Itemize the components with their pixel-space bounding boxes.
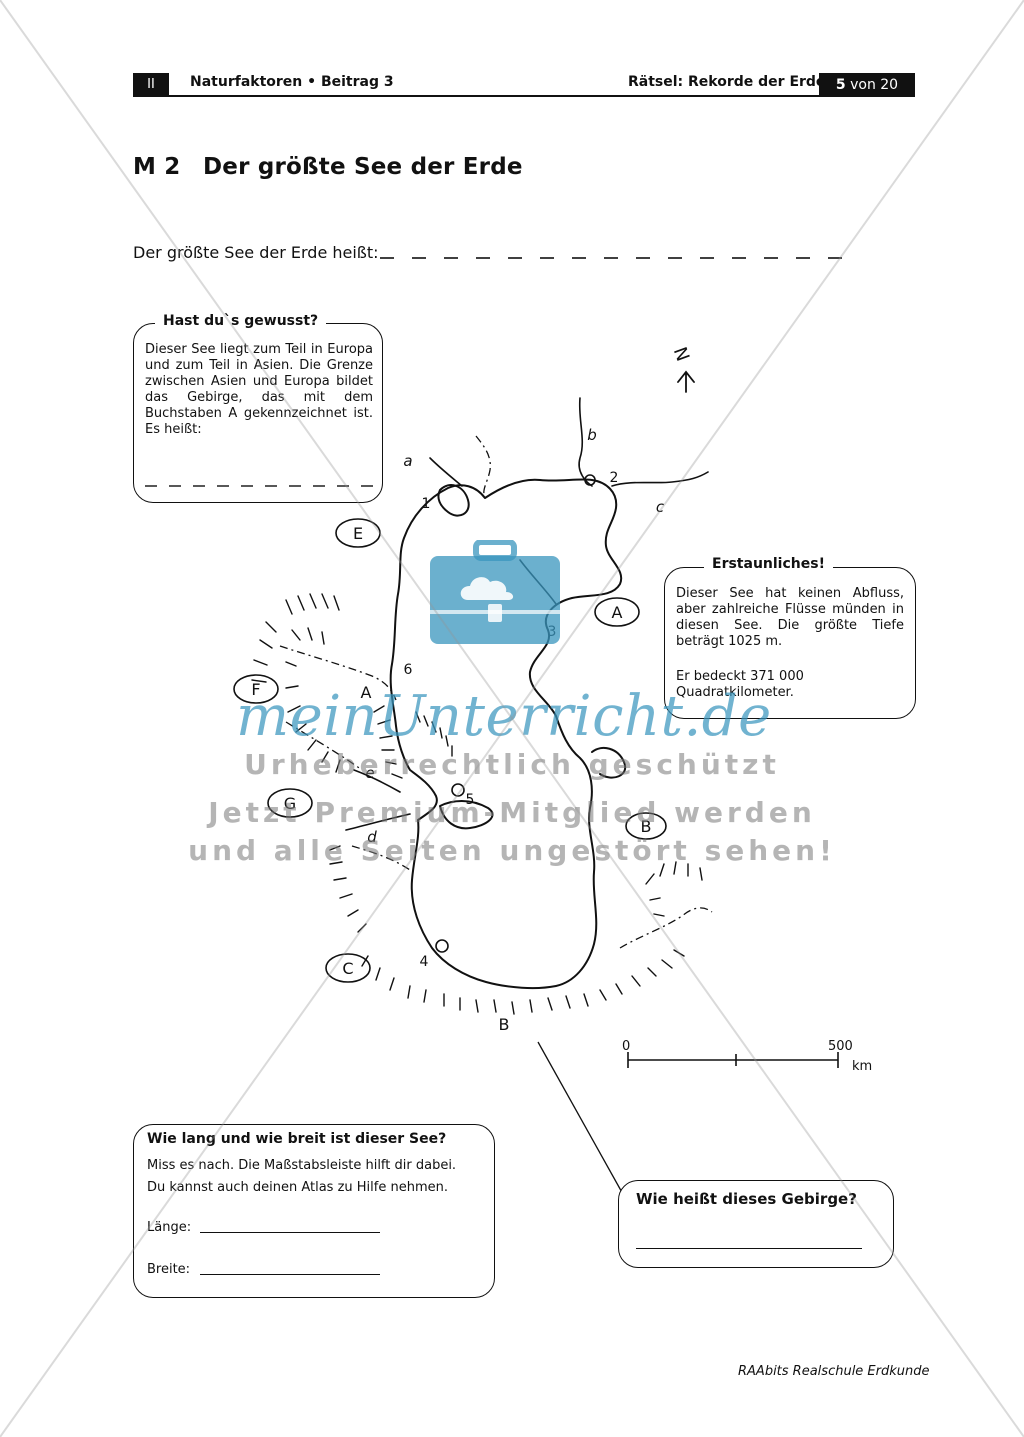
- label-G-circled: G: [284, 794, 296, 813]
- did-you-know-title: Hast du`s gewusst?: [155, 313, 327, 329]
- page-title: M 2 Der größte See der Erde: [133, 154, 523, 180]
- page-number: 5: [835, 77, 846, 93]
- circle-E: [335, 518, 381, 548]
- label-B-circled: B: [641, 817, 652, 836]
- lake-name-question: Der größte See der Erde heißt:: [133, 243, 379, 262]
- label-point-5: 5: [466, 792, 475, 808]
- leader-line: [537, 1041, 625, 1197]
- watermark-briefcase-icon: [430, 540, 560, 644]
- label-river-d: d: [367, 828, 377, 846]
- scale-start: 0: [622, 1039, 630, 1054]
- measure-box: [133, 1124, 495, 1298]
- length-label: Länge:: [147, 1220, 192, 1235]
- north-label: N: [669, 344, 693, 364]
- river-c: [611, 471, 709, 487]
- scale-end: 500: [828, 1039, 853, 1054]
- circle-A: [594, 597, 640, 627]
- river-a: [429, 457, 463, 487]
- circle-C: [325, 953, 371, 983]
- amazing-facts-text: Dieser See hat keinen Abfluss, aber zahl…: [676, 586, 904, 649]
- scale-unit: km: [852, 1059, 872, 1074]
- label-river-b: b: [587, 426, 597, 444]
- measure-instruction-2: Du kannst auch deinen Atlas zu Hilfe neh…: [147, 1180, 448, 1195]
- mountain-name-answer-blanks[interactable]: [145, 478, 377, 490]
- measure-title: Wie lang und wie breit ist dieser See?: [139, 1131, 455, 1147]
- circle-F: [233, 674, 279, 704]
- footer-publisher: RAAbits Realschule Erdkunde: [738, 1364, 930, 1379]
- label-F-circled: F: [251, 680, 260, 699]
- header-rule: [133, 95, 915, 97]
- label-river-a: a: [403, 452, 412, 470]
- lake-outline: [389, 478, 623, 990]
- measure-instruction-1: Miss es nach. Die Maßstabsleiste hilft d…: [147, 1158, 457, 1173]
- material-number: M 2: [133, 154, 181, 180]
- did-you-know-text: Dieser See liegt zum Teil in Europa und …: [145, 342, 373, 437]
- mountain-answer-line[interactable]: [636, 1248, 862, 1249]
- title-text: Der größte See der Erde: [203, 154, 523, 180]
- scale-bar: [627, 1052, 839, 1068]
- lake-name-answer-blanks[interactable]: [378, 244, 858, 264]
- label-river-e: e: [365, 764, 374, 782]
- width-answer-line[interactable]: [200, 1274, 380, 1275]
- river-d: [345, 813, 411, 831]
- river-e: [353, 769, 401, 793]
- page-total: von 20: [850, 77, 899, 93]
- label-B-mountain: B: [499, 1015, 510, 1034]
- mountain-question-title: Wie heißt dieses Gebirge?: [628, 1190, 865, 1208]
- watermark-line-1: Urheberrechtlich geschützt: [244, 748, 780, 781]
- label-A-circled: A: [612, 603, 623, 622]
- label-point-2: 2: [610, 470, 619, 486]
- header-section-number: II: [133, 73, 169, 97]
- label-point-4: 4: [420, 954, 429, 970]
- page-indicator: 5 von 20: [819, 73, 915, 97]
- header-topic: Rätsel: Rekorde der Erde: [628, 74, 826, 90]
- width-label: Breite:: [147, 1262, 191, 1277]
- river-b: [578, 397, 593, 487]
- watermark-line-2: Jetzt Premium-Mitglied werden: [208, 796, 816, 829]
- header-series: Naturfaktoren • Beitrag 3: [190, 74, 394, 90]
- amazing-facts-area: Er bedeckt 371 000 Quadratkilometer.: [676, 669, 804, 700]
- label-point-6: 6: [404, 662, 413, 678]
- length-answer-line[interactable]: [200, 1232, 380, 1233]
- label-point-1: 1: [422, 496, 431, 512]
- label-river-c: c: [656, 498, 665, 516]
- amazing-facts-title: Erstaunliches!: [704, 556, 833, 572]
- amazing-facts-box: [664, 567, 916, 719]
- watermark-line-3: und alle Seiten ungestört sehen!: [188, 834, 836, 867]
- label-E-circled: E: [353, 524, 363, 543]
- watermark-brand: meinUnterricht.de: [236, 684, 772, 749]
- circle-B: [625, 812, 667, 840]
- circle-G: [267, 788, 313, 818]
- label-C-circled: C: [342, 959, 353, 978]
- label-A-mountain: A: [361, 683, 372, 702]
